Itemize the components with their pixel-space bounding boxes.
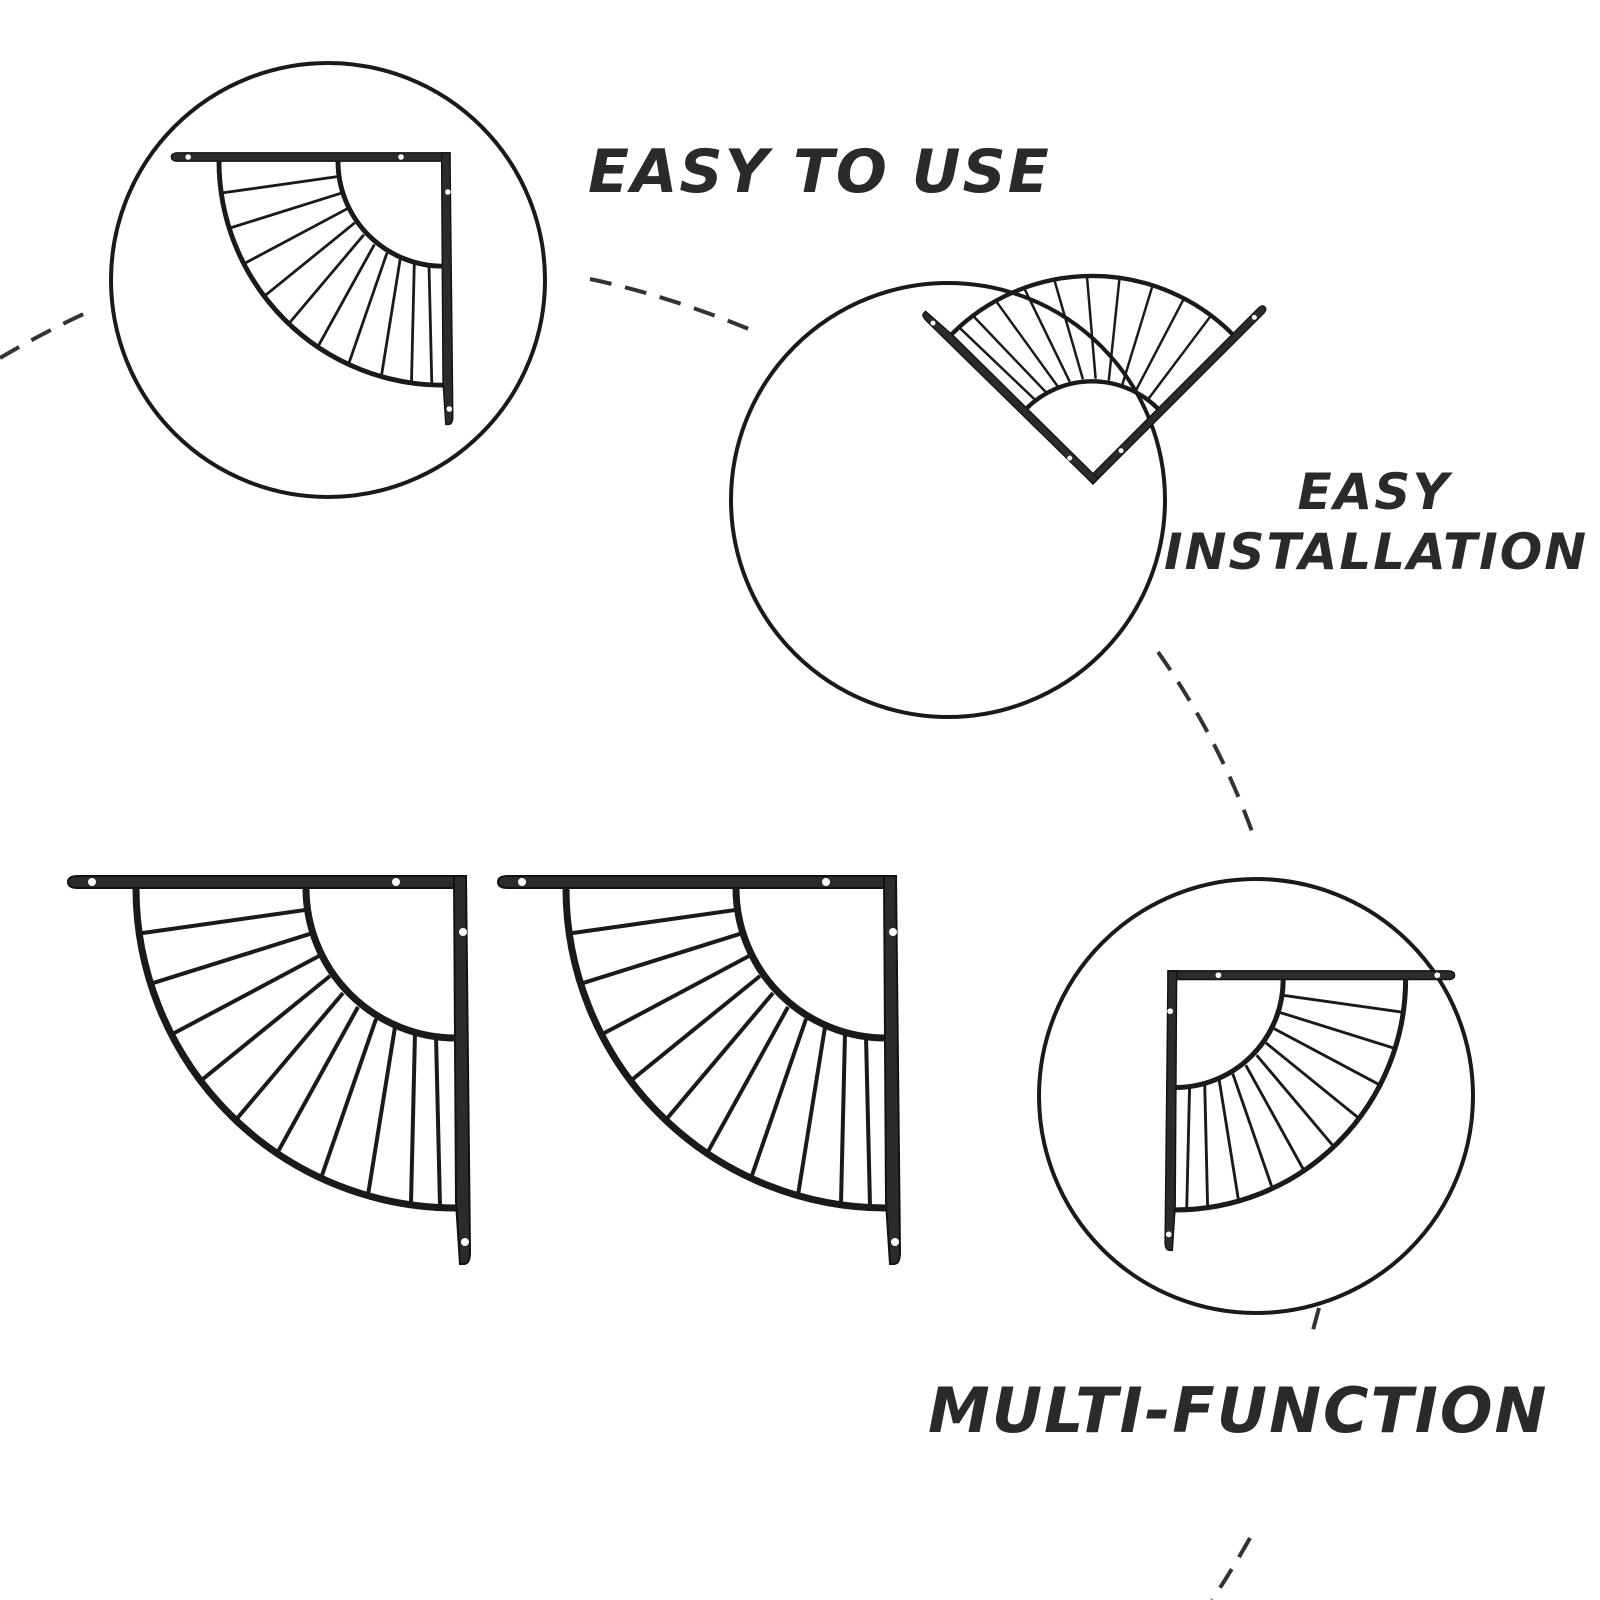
shelf-bracket-left bbox=[68, 876, 470, 1264]
easy-installation-label: EASY INSTALLATION bbox=[1164, 462, 1589, 582]
easy-installation-line-1: EASY bbox=[1297, 463, 1451, 521]
feature-circle-multi-function bbox=[1037, 877, 1475, 1315]
feature-circle-easy-installation bbox=[729, 139, 1267, 719]
multi-function-label: MULTI-FUNCTION bbox=[928, 1374, 1549, 1447]
easy-installation-line-2: INSTALLATION bbox=[1164, 523, 1589, 581]
feature-circle-easy-to-use bbox=[109, 61, 547, 499]
easy-to-use-label: EASY TO USE bbox=[588, 137, 1051, 207]
dashed-connector-lines bbox=[0, 277, 1321, 1600]
shelf-bracket-right bbox=[498, 876, 900, 1264]
